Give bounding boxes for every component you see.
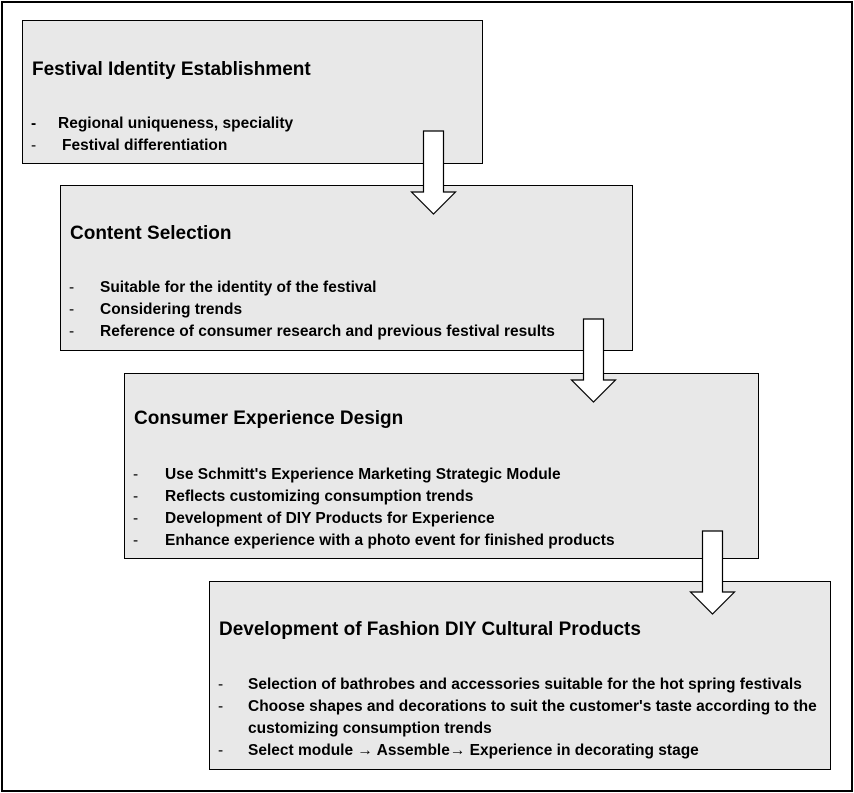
item-text: Development of DIY Products for Experien… bbox=[165, 510, 495, 527]
stage-box-content-selection: Content Selection - Suitable for the iden… bbox=[60, 185, 633, 351]
stage-title: Festival Identity Establishment bbox=[32, 59, 311, 80]
down-arrow-icon bbox=[410, 130, 457, 215]
item-text: Enhance experience with a photo event fo… bbox=[165, 532, 615, 549]
item-text: Select module → Assemble→ Experience in … bbox=[248, 742, 699, 759]
stage-title: Consumer Experience Design bbox=[134, 408, 404, 429]
stage-item: - Selection of bathrobes and accessories … bbox=[210, 674, 824, 696]
stage-item: - Enhance experience with a photo event f… bbox=[125, 530, 758, 552]
item-bullet: - bbox=[69, 323, 75, 340]
item-text: Suitable for the identity of the festiva… bbox=[100, 279, 377, 296]
item-bullet: - bbox=[218, 742, 224, 759]
item-text: Reflects customizing consumption trends bbox=[165, 488, 474, 505]
down-arrow-icon bbox=[570, 318, 617, 403]
stage-item: - Use Schmitt's Experience Marketing Stra… bbox=[125, 464, 758, 486]
stage-item-list: - Selection of bathrobes and accessories … bbox=[210, 674, 824, 762]
stage-item-list: - Use Schmitt's Experience Marketing Stra… bbox=[125, 464, 758, 552]
down-arrow-icon bbox=[689, 530, 736, 615]
item-bullet: - bbox=[133, 466, 139, 483]
item-text: Considering trends bbox=[100, 301, 243, 318]
stage-item-list: - Suitable for the identity of the festiv… bbox=[61, 277, 632, 343]
item-text: Use Schmitt's Experience Marketing Strat… bbox=[165, 466, 561, 483]
item-text: Festival differentiation bbox=[62, 137, 228, 154]
item-bullet: - bbox=[218, 676, 224, 693]
stage-title: Content Selection bbox=[70, 223, 232, 244]
stage-item: - Select module → Assemble→ Experience in… bbox=[210, 740, 824, 762]
item-text: Choose shapes and decorations to suit th… bbox=[248, 698, 817, 737]
stage-item: - Festival differentiation bbox=[23, 135, 482, 157]
stage-item: - Development of DIY Products for Experie… bbox=[125, 508, 758, 530]
item-bullet: - bbox=[31, 115, 37, 132]
stage-title: Development of Fashion DIY Cultural Prod… bbox=[219, 619, 641, 640]
stage-box-experience-design: Consumer Experience Design - Use Schmitt'… bbox=[124, 373, 759, 559]
stage-item-list: - Regional uniqueness, speciality - Festiv… bbox=[23, 113, 482, 157]
stage-box-identity: Festival Identity Establishment - Regiona… bbox=[22, 20, 483, 164]
stage-item: - Considering trends bbox=[61, 299, 632, 321]
item-bullet: - bbox=[133, 532, 139, 549]
item-text: Reference of consumer research and previ… bbox=[100, 323, 555, 340]
item-bullet: - bbox=[133, 488, 139, 505]
stage-box-fashion-diy: Development of Fashion DIY Cultural Prod… bbox=[209, 581, 831, 770]
item-bullet: - bbox=[218, 698, 224, 715]
item-bullet: - bbox=[31, 137, 37, 154]
stage-item: - Choose shapes and decorations to suit t… bbox=[210, 696, 820, 740]
stage-item: - Suitable for the identity of the festiv… bbox=[61, 277, 632, 299]
item-text: Regional uniqueness, speciality bbox=[58, 115, 294, 132]
item-text: Selection of bathrobes and accessories s… bbox=[248, 676, 802, 693]
item-bullet: - bbox=[133, 510, 139, 527]
item-bullet: - bbox=[69, 301, 75, 318]
stage-item: - Reflects customizing consumption trends bbox=[125, 486, 758, 508]
stage-item: - Reference of consumer research and prev… bbox=[61, 321, 632, 343]
stage-item: - Regional uniqueness, speciality bbox=[23, 113, 482, 135]
item-bullet: - bbox=[69, 279, 75, 296]
